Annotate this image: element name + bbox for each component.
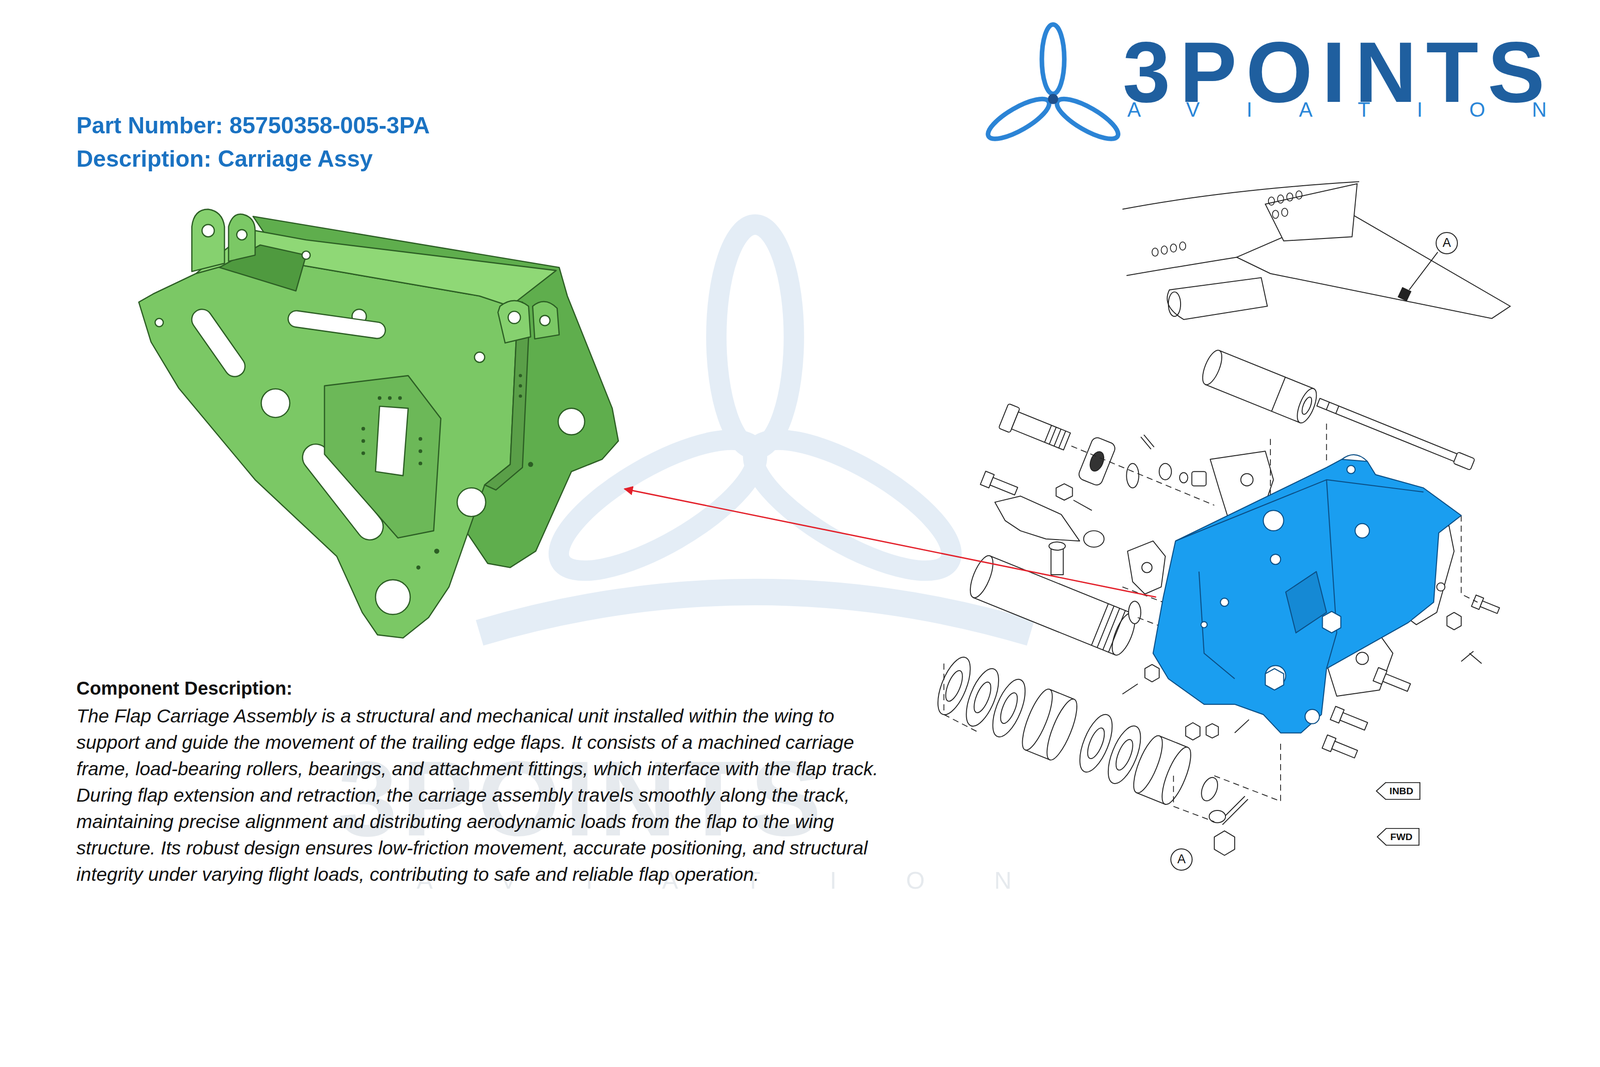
exploded-hardware	[930, 347, 1501, 856]
highlighted-carriage	[1153, 454, 1462, 733]
direction-arrow: INBD	[1375, 781, 1421, 800]
direction-label: INBD	[1389, 785, 1413, 796]
callout-letter: A	[1177, 852, 1186, 867]
direction-label: FWD	[1390, 831, 1413, 842]
part-number-title: Part Number: 85750358-005-3PA	[76, 113, 430, 138]
carriage-frame-model	[138, 209, 619, 638]
callout-letter: A	[1442, 236, 1451, 250]
description-line: Description: Carriage Assy	[76, 147, 373, 171]
direction-arrow: FWD	[1376, 827, 1420, 846]
pointer-arrow	[624, 488, 1157, 598]
detail-callout-circle: A	[1435, 231, 1458, 255]
logo-subtitle: AVIATION	[1127, 99, 1594, 120]
detail-callout-circle: A	[1170, 848, 1193, 871]
assembly-centerline	[943, 423, 1478, 822]
description-paragraph: The Flap Carriage Assembly is a structur…	[76, 702, 882, 888]
airplane-locator	[1122, 181, 1511, 320]
logo-propeller	[982, 24, 1124, 146]
section-heading: Component Description:	[76, 678, 293, 698]
